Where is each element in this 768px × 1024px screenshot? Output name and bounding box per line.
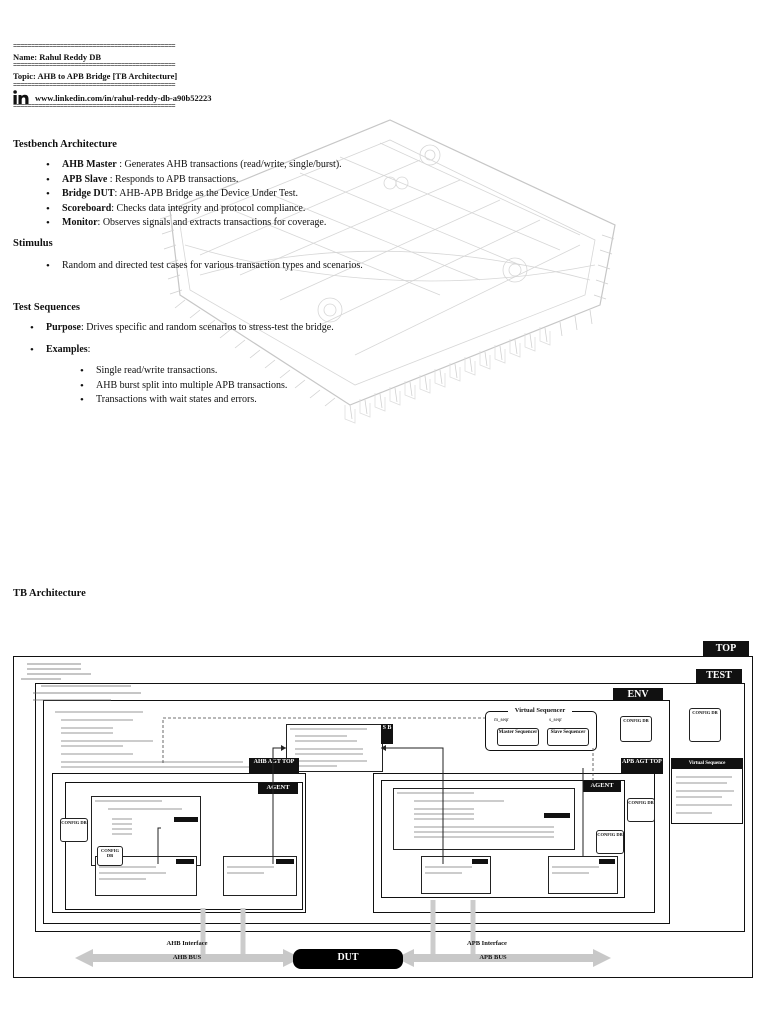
slave-sequencer-box: Slave Sequencer (547, 728, 589, 746)
testbench-list: AHB Master : Generates AHB transactions … (46, 158, 342, 231)
apb-sequencer-code (548, 856, 618, 894)
env-box (43, 700, 670, 924)
list-item: Bridge DUT: AHB-APB Bridge as the Device… (46, 187, 342, 202)
top-code-listing (21, 661, 151, 709)
master-sequencer-box: Master Sequencer (497, 728, 539, 746)
ahb-interface-label: AHB Interface (166, 940, 208, 947)
list-item: Random and directed test cases for vario… (46, 259, 363, 274)
list-item: Examples: (30, 343, 334, 358)
test-label: TEST (696, 669, 742, 683)
sb-label: S B (381, 724, 393, 744)
config-db-apb: CONFIG DB (596, 830, 624, 854)
tb-architecture-diagram: TOP TEST ENV Virtual Sequencer m_seqr s_… (13, 638, 755, 980)
ahb-monitor-code (95, 856, 197, 896)
apb-bus-label: APB BUS (479, 954, 507, 961)
apb-driver-code (393, 788, 575, 850)
name-label: Name: (13, 52, 38, 62)
ahb-agent-box (65, 782, 303, 910)
list-item: Purpose: Drives specific and random scen… (30, 321, 334, 336)
list-item: Single read/write transactions. (80, 364, 287, 379)
testbench-heading: Testbench Architecture (13, 139, 117, 150)
header-separator-4: ========================================… (13, 103, 176, 111)
linkedin-icon (13, 90, 30, 105)
sequences-list: Purpose: Drives specific and random scen… (30, 321, 334, 358)
list-item: APB Slave : Responds to APB transactions… (46, 173, 342, 188)
topic-line: Topic: AHB to APB Bridge [TB Architectur… (13, 71, 177, 81)
tb-arch-heading: TB Architecture (13, 588, 86, 599)
name-value: Rahul Reddy DB (39, 52, 102, 62)
apb-agent-label: AGENT (583, 780, 621, 792)
name-line: Name: Rahul Reddy DB (13, 52, 101, 62)
config-db-apb-top: CONFIG DB (627, 798, 655, 822)
config-db-env: CONFIG DB (620, 716, 652, 742)
apb-agt-top-box (373, 773, 655, 913)
header-separator-3: ========================================… (13, 82, 176, 90)
list-item: AHB burst split into multiple APB transa… (80, 379, 287, 394)
ahb-bus-label: AHB BUS (172, 954, 202, 961)
config-db-ahb-agent: CONFIG DB (97, 846, 123, 866)
stimulus-heading: Stimulus (13, 238, 53, 249)
header-separator-1: ========================================… (13, 43, 176, 51)
list-item: Monitor: Observes signals and extracts t… (46, 216, 342, 231)
dut-label: DUT (337, 952, 359, 963)
apb-interface-label: APB Interface (467, 940, 507, 947)
config-db-test: CONFIG DB (689, 708, 721, 742)
sequences-heading: Test Sequences (13, 302, 80, 313)
apb-monitor-code (421, 856, 491, 894)
scoreboard-box (286, 724, 383, 772)
top-label: TOP (703, 641, 749, 656)
topic-value: AHB to APB Bridge [TB Architecture] (37, 71, 178, 81)
topic-label: Topic: (13, 71, 36, 81)
ahb-agt-top-label: AHB AGT TOP (249, 758, 299, 774)
env-code-listing (53, 708, 263, 770)
list-item: Scoreboard: Checks data integrity and pr… (46, 202, 342, 217)
list-item: Transactions with wait states and errors… (80, 393, 287, 408)
ahb-agent-label: AGENT (258, 782, 298, 794)
env-label: ENV (613, 688, 663, 701)
ahb-agt-top-box (52, 773, 306, 913)
ahb-sequencer-code (223, 856, 297, 896)
s-seqr-label: s_seqr (549, 718, 562, 723)
config-db-ahb: CONFIG DB (60, 818, 88, 842)
m-seqr-label: m_seqr (494, 718, 509, 723)
test-box (35, 683, 745, 932)
virtual-sequence-box: Virtual Sequence (671, 758, 743, 824)
list-item: AHB Master : Generates AHB transactions … (46, 158, 342, 173)
diagram-connectors (75, 717, 611, 969)
linkedin-link[interactable]: www.linkedin.com/in/rahul-reddy-db-a90b5… (35, 93, 212, 103)
virtual-sequencer-label: Virtual Sequencer (508, 707, 572, 715)
apb-agt-top-label: APB AGT TOP (621, 758, 663, 774)
virtual-sequence-label: Virtual Sequence (672, 759, 742, 769)
top-box (13, 656, 753, 978)
apb-agent-box (381, 780, 625, 898)
header-separator-2: ========================================… (13, 62, 176, 70)
stimulus-list: Random and directed test cases for vario… (46, 259, 363, 274)
examples-list: Single read/write transactions. AHB burs… (80, 364, 287, 408)
